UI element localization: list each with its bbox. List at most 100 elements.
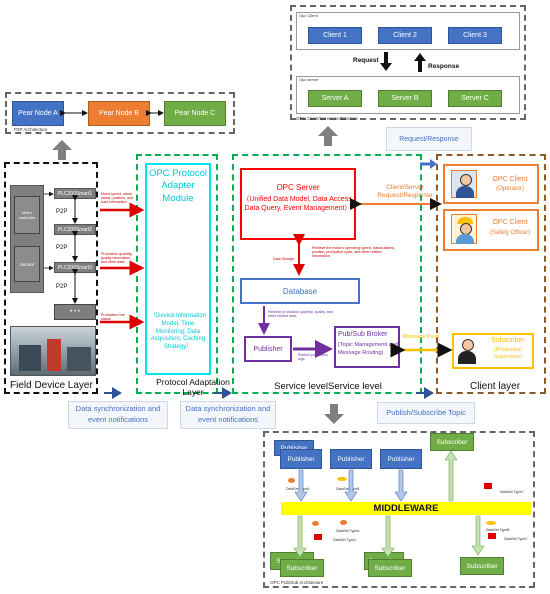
- opc-server-group: [296, 76, 520, 114]
- field-note-3: Production line status: [101, 313, 125, 322]
- dataset-c-marker-2: [314, 534, 322, 540]
- publisher-3: Publisher: [380, 449, 422, 469]
- publish-log-note: Publish production logs: [298, 353, 328, 362]
- plc-1-box: PLC200Smart1: [54, 188, 96, 199]
- p2p-label-3: P2P: [56, 284, 68, 290]
- opc-server-group-label: Opc server: [299, 77, 319, 82]
- pubsub-topic-label: Publish/Subscribe Topic: [377, 402, 475, 424]
- motor-controller-box: [14, 196, 40, 234]
- dataset-c-marker-1: [484, 483, 492, 489]
- safety-officer-avatar: [451, 214, 477, 244]
- opc-server-title: OPC Server: [276, 183, 320, 192]
- pubsub-caption: OPC Pub/Sub Architecture: [270, 580, 324, 585]
- opc-protocol-adapter-module: [145, 163, 211, 375]
- up-arrow-p2p: [52, 140, 72, 160]
- plc-3-box: PLC200Smart3: [54, 262, 96, 273]
- dataset-b-marker-2: [486, 521, 496, 525]
- operator-client-box: [443, 164, 539, 204]
- sensor-label: Sensor: [19, 262, 35, 267]
- data-storage-label: Data Storage: [273, 257, 295, 261]
- up-arrow-cs: [318, 126, 338, 146]
- peer-node-a: Pear Node A: [12, 101, 64, 126]
- p2p-architecture: [5, 92, 235, 134]
- operator-title: OPC Client: [492, 176, 528, 183]
- adapter-title: OPC Protocol Adapter Module: [148, 168, 208, 204]
- dataset-c-label-3: DataSet TypeC: [504, 537, 528, 541]
- dataset-c-label-1: DataSet TypeC: [500, 490, 524, 494]
- p2p-label-2: P2P: [56, 245, 68, 251]
- dataset-c-marker-3: [488, 533, 496, 539]
- down-arrow-pubsub: [324, 404, 344, 424]
- subscriber-3: Subscriber: [460, 557, 504, 575]
- operator-avatar: [451, 170, 477, 198]
- field-note-1: Motor speed, alarm status, position, and…: [101, 192, 133, 205]
- middleware-bar: MIDDLEWARE: [281, 502, 531, 515]
- dataset-b-marker-1: [337, 477, 347, 481]
- peer-node-c: Pear Node C: [164, 101, 226, 126]
- sensor-box: [14, 246, 40, 282]
- subscriber-2: Subscriber: [368, 559, 412, 577]
- client-layer: [436, 154, 546, 394]
- protocol-adaptation-layer-title: Protocol Adaptation Layer: [156, 377, 230, 397]
- service-level-title: Service levelService level: [274, 381, 382, 392]
- subscriber-title: Subscriber: [491, 337, 525, 344]
- motor-controller-label: Motor controller: [18, 210, 36, 220]
- opc-server-desc: （Unified Data Model, Data Access, Data Q…: [242, 196, 354, 213]
- publisher-1: Publisher: [280, 449, 322, 469]
- publisher-2: Publisher: [330, 449, 372, 469]
- ellipsis-box: • • •: [54, 304, 96, 320]
- dataset-b-label-1: DataSet TypeB: [336, 487, 360, 491]
- retrieve-production-note: Retrieve production quantity, quality, a…: [268, 310, 333, 319]
- p2p-caption: P2P Architecture: [14, 127, 48, 132]
- peer-node-b: Pear Node B: [88, 101, 150, 126]
- client-server-link-label: Client/Server Request/Response: [377, 184, 433, 200]
- request-label: Request: [353, 57, 379, 64]
- safety-officer-client-box: [443, 209, 539, 251]
- operator-sub: (Operator): [496, 186, 524, 192]
- subscriber-sub: (Production Supervisor): [493, 347, 523, 360]
- dataset-b-label-2: DataSet TypeB: [486, 528, 510, 532]
- field-device-layer-title: Field Device Layer: [10, 380, 93, 391]
- field-note-2: Production quantity, quality information…: [101, 252, 133, 265]
- p2p-label-1: P2P: [56, 209, 68, 215]
- field-device-layer: [4, 162, 98, 394]
- service-level: [232, 154, 422, 394]
- dataset-a-marker-1: [288, 478, 295, 483]
- safety-officer-sub: (Safety Officer): [489, 230, 531, 236]
- dataset-a-marker-3: [340, 520, 347, 525]
- opc-pubsub-architecture: [263, 431, 535, 588]
- server-b-box: Server B: [378, 90, 432, 107]
- client-1-box: Client 1: [308, 27, 362, 44]
- dataset-a-marker-2: [312, 521, 319, 526]
- adapter-desc: （Device Information Model, Time Monitori…: [149, 313, 207, 351]
- client-3-box: Client 3: [448, 27, 502, 44]
- sync-label-2: Data synchronization and event notificat…: [180, 401, 276, 429]
- opc-client-group-label: Opc Client: [299, 13, 318, 18]
- dataset-c-label-2: DataSet TypeC: [333, 538, 357, 542]
- supervisor-avatar: [456, 337, 478, 365]
- client-layer-title: Client layer: [470, 381, 521, 392]
- layer-arrow-1: [104, 387, 122, 399]
- broker-title: Pub/Sub Broker: [338, 331, 388, 338]
- server-a-box: Server A: [308, 90, 362, 107]
- sync-label-1: Data synchronization and event notificat…: [68, 401, 168, 429]
- subscriber-top: Subscriber: [430, 433, 474, 451]
- publisher-box: Publisher: [244, 336, 292, 362]
- dataset-a-label-1: DataSet TypeA: [286, 487, 310, 491]
- server-c-box: Server C: [448, 90, 502, 107]
- subscriber-client-box: [452, 333, 534, 369]
- client-2-box: Client 2: [378, 27, 432, 44]
- response-label: Response: [428, 63, 460, 70]
- dataset-a-label-2: DataSet TypeA: [336, 529, 360, 533]
- retrieve-motor-note: Retrieve the motor's operating speed, st…: [312, 246, 396, 259]
- subscriber-1: Subscriber: [280, 559, 324, 577]
- request-response-link-label: Request/Response: [386, 127, 472, 151]
- broker-desc: (Topic Management and Message Routing): [338, 342, 399, 356]
- safety-officer-title: OPC Client: [492, 219, 528, 226]
- message-push-label: Message Push: [403, 334, 440, 340]
- opc-cs-caption: OPC Client/Server Architecture: [296, 116, 359, 121]
- opc-client-group: [296, 12, 520, 50]
- plc-2-box: PLC200Smart2: [54, 224, 96, 235]
- database-box: Database: [240, 278, 360, 304]
- opc-client-server-architecture: [290, 5, 526, 120]
